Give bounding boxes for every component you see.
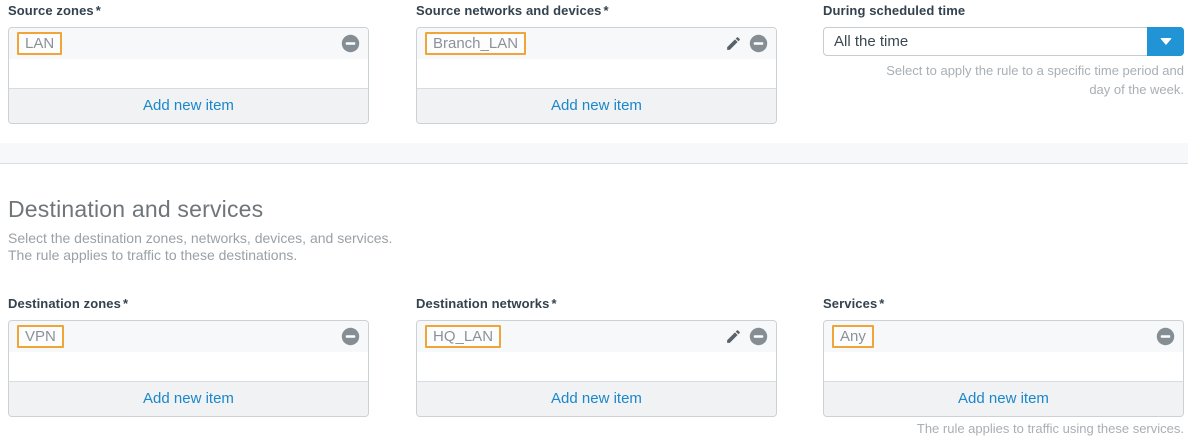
remove-item-icon[interactable] — [1156, 327, 1175, 346]
selected-item-tag: HQ_LAN — [425, 325, 502, 348]
edit-item-icon[interactable] — [725, 35, 742, 52]
source-networks-listbox: Branch_LAN Add new item — [416, 27, 777, 124]
section-description: Select the destination zones, networks, … — [8, 230, 393, 263]
services-label: Services* — [823, 296, 885, 311]
selected-item-tag: LAN — [17, 32, 63, 55]
remove-item-icon[interactable] — [749, 327, 768, 346]
listbox-empty-area — [417, 352, 776, 381]
scheduled-time-field: During scheduled time All the time Selec… — [823, 2, 1184, 99]
list-item: Any — [824, 321, 1183, 352]
services-hint: The rule applies to traffic using these … — [916, 421, 1184, 436]
source-zones-label: Source zones* — [8, 3, 101, 18]
list-item: LAN — [9, 28, 368, 59]
edit-item-icon[interactable] — [725, 328, 742, 345]
source-zones-field: Source zones* LAN Add new item — [8, 2, 369, 124]
scheduled-time-select[interactable]: All the time — [823, 27, 1184, 56]
list-item: Branch_LAN — [417, 28, 776, 59]
destination-section-header: Destination and services Select the dest… — [8, 195, 908, 264]
listbox-empty-area — [417, 59, 776, 88]
scheduled-time-selected-value: All the time — [834, 33, 909, 50]
services-listbox: Any Add new item — [823, 320, 1184, 417]
required-marker: * — [879, 296, 885, 311]
section-title: Destination and services — [8, 196, 264, 222]
chevron-down-icon — [1159, 38, 1172, 45]
scheduled-time-label: During scheduled time — [823, 3, 966, 18]
source-networks-label: Source networks and devices* — [416, 3, 609, 18]
source-zones-listbox: LAN Add new item — [8, 27, 369, 124]
required-marker: * — [603, 3, 609, 18]
destination-networks-field: Destination networks* HQ_LAN Add new ite… — [416, 295, 777, 417]
required-marker: * — [551, 296, 557, 311]
destination-networks-listbox: HQ_LAN Add new item — [416, 320, 777, 417]
add-new-item-button[interactable]: Add new item — [417, 381, 776, 416]
listbox-empty-area — [824, 352, 1183, 381]
list-item: HQ_LAN — [417, 321, 776, 352]
remove-item-icon[interactable] — [341, 34, 360, 53]
services-field: Services* Any Add new item — [823, 295, 1184, 417]
add-new-item-button[interactable]: Add new item — [417, 88, 776, 123]
add-new-item-button[interactable]: Add new item — [9, 381, 368, 416]
selected-item-tag: VPN — [17, 325, 64, 348]
section-divider — [0, 143, 1188, 164]
destination-zones-listbox: VPN Add new item — [8, 320, 369, 417]
required-marker: * — [122, 296, 129, 311]
listbox-empty-area — [9, 352, 368, 381]
selected-item-tag: Branch_LAN — [425, 32, 527, 55]
required-marker: * — [95, 3, 101, 18]
add-new-item-button[interactable]: Add new item — [824, 381, 1183, 416]
remove-item-icon[interactable] — [341, 327, 360, 346]
dropdown-toggle-button[interactable] — [1147, 27, 1184, 56]
source-networks-field: Source networks and devices* Branch_LAN … — [416, 2, 777, 124]
list-item: VPN — [9, 321, 368, 352]
destination-networks-label: Destination networks* — [416, 296, 557, 311]
remove-item-icon[interactable] — [749, 34, 768, 53]
listbox-empty-area — [9, 59, 368, 88]
destination-zones-label: Destination zones* — [8, 296, 129, 311]
add-new-item-button[interactable]: Add new item — [9, 88, 368, 123]
scheduled-time-hint: Select to apply the rule to a specific t… — [886, 63, 1184, 97]
destination-zones-field: Destination zones* VPN Add new item — [8, 295, 369, 417]
selected-item-tag: Any — [832, 325, 874, 348]
